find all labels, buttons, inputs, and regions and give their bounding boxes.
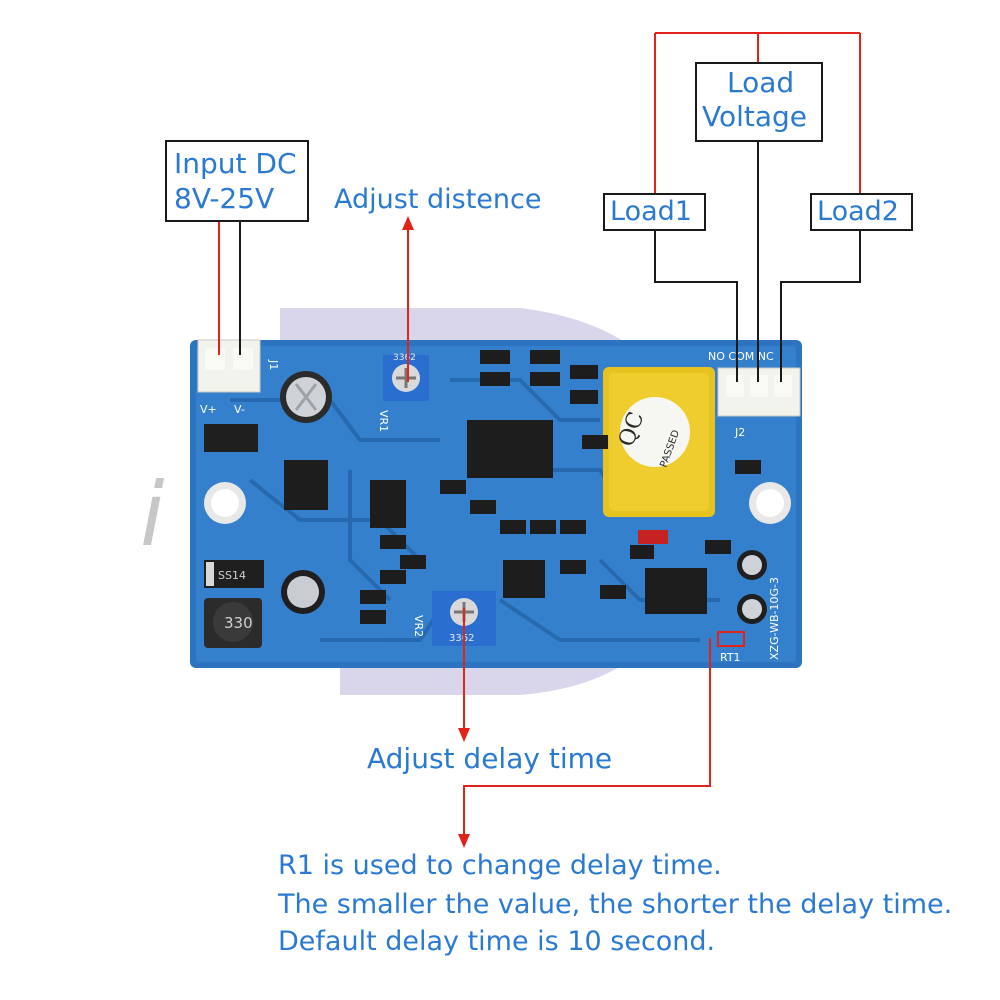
load1-label: Load1 [610, 196, 692, 227]
load2-label: Load2 [817, 196, 899, 227]
ic-u4 [503, 560, 545, 598]
silk-relay-pins: NO COM NC [708, 350, 774, 363]
mount-hole-left [204, 482, 246, 524]
diode-ss14 [204, 560, 264, 588]
pot-delay-code: 3362 [449, 633, 474, 644]
diode-d1 [204, 424, 258, 452]
silk-vminus: V- [234, 403, 245, 416]
adjust-distance-label: Adjust distence [334, 184, 542, 215]
small-capacitor-2 [737, 594, 767, 624]
terminal-j1 [197, 339, 261, 393]
load-voltage-box [695, 62, 823, 142]
input-dc-line2: 8V-25V [174, 182, 275, 215]
inductor [204, 598, 262, 648]
note-line-3: Default delay time is 10 second. [278, 926, 716, 957]
watermark-text: i [140, 463, 165, 566]
silk-vr2: VR2 [412, 615, 425, 637]
electrolytic-capacitor-bottom [281, 570, 325, 614]
potentiometer-distance [383, 355, 429, 401]
small-capacitor-1 [737, 550, 767, 580]
transistor-q2 [370, 480, 406, 528]
input-dc-box [165, 140, 309, 222]
load-wires [654, 32, 861, 382]
note-line-2: The smaller the value, the shorter the d… [278, 889, 953, 920]
input-dc-line1: Input DC [174, 147, 297, 180]
ic-u1 [284, 460, 328, 510]
input-wires [218, 222, 241, 355]
note-line-1: R1 is used to change delay time. [278, 850, 722, 881]
mount-hole-right [749, 482, 791, 524]
adjust-distance-arrow [402, 216, 414, 382]
rt1-marker [717, 631, 745, 647]
silk-j1: J1 [267, 359, 280, 370]
r1-arrow [458, 638, 711, 848]
adjust-delay-arrow [458, 608, 470, 742]
smd-components [360, 350, 761, 624]
silk-vr1: VR1 [377, 410, 390, 432]
adjust-delay-label: Adjust delay time [367, 742, 613, 775]
load-voltage-line1: Load [727, 66, 795, 99]
pot-distance-code: 3362 [393, 353, 416, 363]
inductor-code: 330 [224, 614, 253, 632]
relay [603, 367, 715, 517]
silk-j2: J2 [734, 426, 745, 439]
diode-code: SS14 [218, 569, 246, 582]
ic-main [467, 420, 553, 478]
load1-box [603, 193, 706, 231]
silk-rt1: RT1 [720, 651, 741, 664]
ic-u5 [645, 568, 707, 614]
load2-box [810, 193, 913, 231]
electrolytic-capacitor-top [280, 371, 332, 423]
pcb-board: J1 V+ V- NO COM NC J2 XZG-WB-10G-3 RT1 V… [190, 339, 802, 668]
silk-model: XZG-WB-10G-3 [768, 577, 781, 660]
silk-vplus: V+ [200, 403, 217, 416]
led-d3 [638, 530, 668, 544]
load-voltage-line2: Voltage [702, 100, 808, 133]
